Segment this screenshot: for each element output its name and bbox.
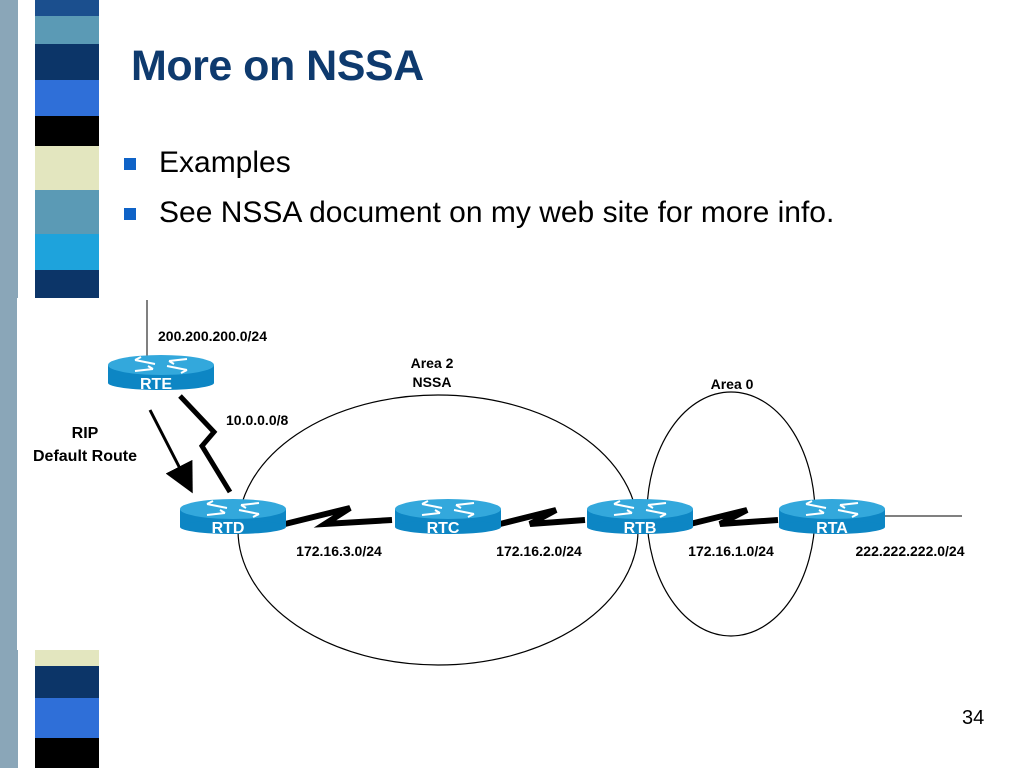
router-label: RTC	[427, 520, 460, 537]
bullet-list: Examples See NSSA document on my web sit…	[122, 143, 834, 243]
default-route-label: Default Route	[33, 448, 137, 465]
network-label-rte-rtd: 10.0.0.0/8	[226, 412, 288, 428]
bullet-text: Examples	[159, 146, 291, 179]
network-label-rtb-rta: 172.16.1.0/24	[688, 543, 774, 559]
serial-link-rtd-rtc	[284, 505, 393, 528]
router-rtd: RTD	[179, 498, 287, 537]
router-rta: RTA	[778, 498, 886, 537]
serial-link-rtb-rta	[689, 507, 779, 527]
router-rte: RTE	[107, 354, 215, 393]
rip-label: RIP	[72, 425, 99, 442]
router-rtb: RTB	[586, 498, 694, 537]
square-bullet-icon	[124, 208, 136, 220]
network-label-rtd-rtc: 172.16.3.0/24	[296, 543, 382, 559]
network-label-rta-lan: 222.222.222.0/24	[856, 543, 965, 559]
slide-title: More on NSSA	[131, 42, 424, 90]
router-label: RTD	[212, 520, 245, 537]
serial-link-rte-rtd	[178, 394, 233, 494]
area0-label: Area 0	[711, 376, 754, 392]
rip-default-route-arrow	[148, 409, 193, 494]
router-label: RTE	[140, 376, 172, 393]
page-number: 34	[962, 707, 985, 729]
router-label: RTA	[816, 520, 848, 537]
serial-link-rtc-rtb	[499, 507, 586, 527]
bullet-text: See NSSA document on my web site for mor…	[159, 196, 835, 229]
network-label-rte-lan: 200.200.200.0/24	[158, 328, 267, 344]
network-label-rtc-rtb: 172.16.2.0/24	[496, 543, 582, 559]
area2-label: Area 2	[411, 355, 454, 371]
nssa-label: NSSA	[413, 374, 452, 390]
router-rtc: RTC	[394, 498, 502, 537]
square-bullet-icon	[124, 158, 136, 170]
bullet-item: See NSSA document on my web site for mor…	[122, 193, 834, 243]
router-label: RTB	[624, 520, 657, 537]
bullet-item: Examples	[122, 143, 834, 193]
